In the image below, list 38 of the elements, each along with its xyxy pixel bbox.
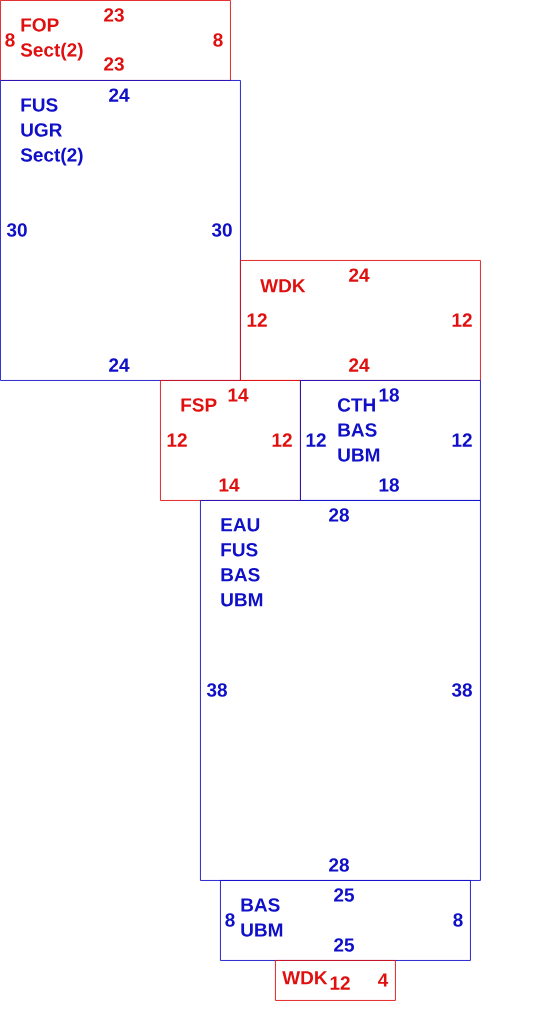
dimension-number: 30 <box>211 223 232 237</box>
dimension-number: 25 <box>334 888 355 902</box>
dimension-number: 12 <box>306 433 326 447</box>
dimension-number: 12 <box>330 976 350 990</box>
dimension-number: 30 <box>6 223 27 237</box>
room-box: WDK 12 4 <box>275 960 396 1001</box>
dimension-number: 24 <box>349 268 370 282</box>
dimension-number: 25 <box>334 938 355 952</box>
dimension-number: 12 <box>452 433 472 447</box>
dimension-number: 38 <box>206 683 227 697</box>
room-box: CTH BAS UBM 18 18 12 12 <box>300 380 481 501</box>
dimension-number: 4 <box>378 973 389 987</box>
dimension-number: 23 <box>104 8 124 22</box>
dimension-number: 24 <box>349 358 370 372</box>
dimension-number: 18 <box>379 478 399 492</box>
dimension-number: 28 <box>329 508 349 522</box>
dimension-number: 8 <box>213 33 223 47</box>
dimension-number: 8 <box>225 913 235 927</box>
room-box: EAU FUS BAS UBM 28 28 38 38 <box>200 500 481 881</box>
dimension-number: 8 <box>453 913 463 927</box>
room-box: FOP Sect(2) 23 23 8 8 <box>0 0 231 81</box>
dimension-number: 28 <box>329 858 349 872</box>
dimension-number: 38 <box>451 683 472 697</box>
dimension-number: 12 <box>247 313 267 327</box>
dimension-number: 18 <box>379 388 399 402</box>
dimension-number: 24 <box>109 88 130 102</box>
dimension-number: 12 <box>452 313 472 327</box>
room-box: FSP 14 14 12 12 <box>160 380 301 501</box>
room-box: BAS UBM 25 25 8 8 <box>220 880 471 961</box>
dimension-number: 14 <box>228 388 249 402</box>
dimension-number: 24 <box>109 358 130 372</box>
room-box: FUS UGR Sect(2) 24 24 30 30 <box>0 80 241 381</box>
dimension-number: 23 <box>104 57 124 71</box>
dimension-number: 14 <box>219 478 240 492</box>
dimension-number: 12 <box>167 433 187 447</box>
dimension-number: 12 <box>272 433 292 447</box>
dimension-number: 8 <box>5 33 15 47</box>
room-box: WDK 24 24 12 12 <box>240 260 481 381</box>
